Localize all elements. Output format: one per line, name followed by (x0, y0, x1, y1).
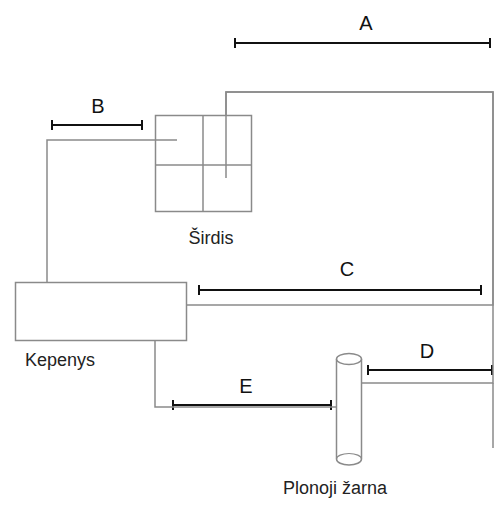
organ-name: Širdis (188, 228, 233, 249)
segment-bracket (368, 365, 492, 375)
segment-letter: A (359, 12, 372, 35)
vessel-stub (155, 139, 177, 141)
intestine-cylinder (336, 353, 362, 465)
segment-letter: D (420, 340, 434, 363)
vessel-line (226, 92, 493, 383)
segment-letter: B (91, 95, 104, 118)
blood-vessel (155, 341, 336, 407)
segment-bracket (235, 38, 490, 48)
segment-letter: C (340, 258, 354, 281)
vessel-line (492, 383, 494, 448)
liver-box-outline (15, 282, 187, 341)
organ-name: Plonoji žarna (283, 478, 387, 499)
blood-vessel (226, 92, 493, 383)
segment-bracket (173, 400, 331, 410)
vessel-line (155, 341, 336, 407)
intestine-cylinder-outline (336, 353, 362, 465)
segment-letter: E (239, 375, 252, 398)
vessel-stub (225, 115, 227, 178)
liver-box (15, 282, 187, 341)
vessel-line (47, 140, 155, 282)
organ-name: Kepenys (25, 350, 95, 371)
blood-vessel (47, 140, 155, 282)
heart-grid-outline (155, 115, 252, 212)
segment-bracket (199, 285, 481, 295)
segment-bracket (52, 120, 142, 130)
heart-grid (155, 115, 252, 212)
